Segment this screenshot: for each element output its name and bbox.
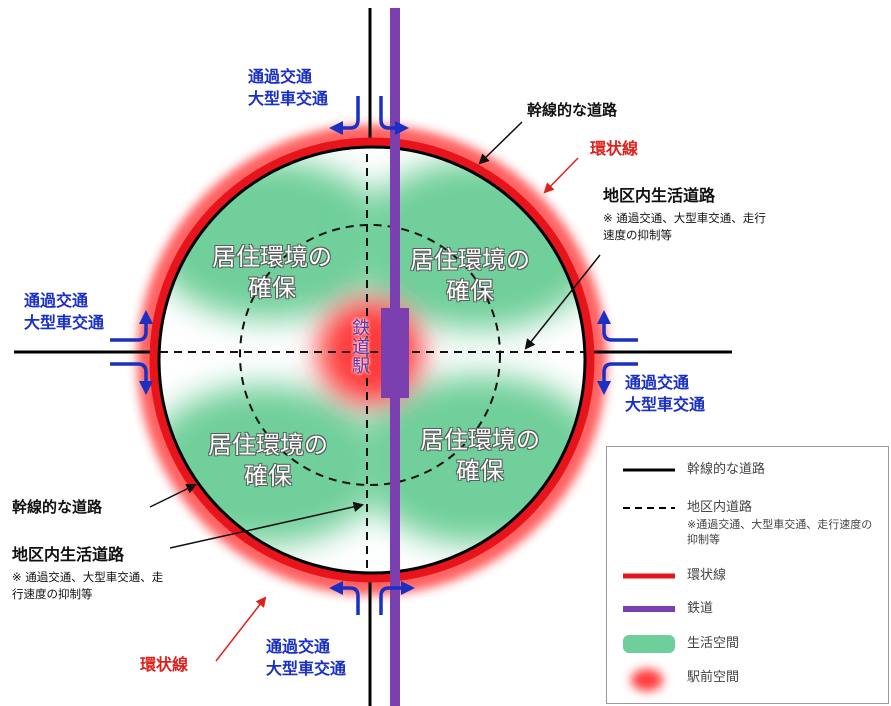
callout-arterial-left: 幹線的な道路: [12, 498, 103, 516]
traffic-label-line: 通過交通: [248, 67, 313, 86]
zone-label-line: 確保: [456, 457, 504, 485]
traffic-label-line: 大型車交通: [625, 395, 706, 414]
leader-ring-top: [543, 157, 579, 194]
legend-red-line-icon: [623, 573, 675, 579]
traffic-label-line: 大型車交通: [24, 313, 105, 332]
zone-label-top-left: 居住環境の 確保: [212, 242, 332, 304]
zone-label-line: 確保: [446, 277, 494, 305]
legend-label: 環状線: [687, 568, 727, 583]
traffic-arrows-left: [110, 310, 153, 395]
callout-local-road-left: 地区内生活道路: [12, 545, 125, 564]
traffic-arrows-right: [597, 310, 638, 395]
legend-solid-line-icon: [623, 468, 675, 472]
zone-label-bottom-left: 居住環境の 確保: [208, 430, 328, 492]
legend-green-blob-icon: [623, 635, 675, 653]
traffic-label-line: 大型車交通: [248, 89, 329, 108]
zone-label-line: 居住環境の: [212, 243, 332, 271]
traffic-label-line: 通過交通: [266, 637, 331, 656]
inner-local-road-circle: [239, 224, 501, 486]
railway-station: [381, 308, 409, 398]
legend-dashed-line-icon: [623, 507, 675, 509]
ring-arterial-road: [157, 145, 587, 575]
legend: 幹線的な道路 地区内道路 ※通過交通、大型車交通、走行速度の抑制等 環状線 鉄道…: [606, 446, 889, 704]
legend-label: 鉄道: [687, 601, 714, 616]
zone-label-line: 確保: [248, 274, 296, 302]
callout-local-road-top: 地区内生活道路: [603, 186, 716, 205]
traffic-label-line: 大型車交通: [266, 659, 347, 678]
zone-label-line: 居住環境の: [420, 426, 540, 454]
legend-purple-line-icon: [623, 606, 675, 612]
traffic-label-line: 通過交通: [24, 291, 89, 310]
legend-label: 地区内道路: [687, 500, 753, 515]
leader-local-road-left: [169, 501, 365, 549]
callout-ring-top: 環状線: [590, 139, 639, 158]
zone-label-line: 居住環境の: [410, 246, 530, 274]
traffic-arrows-top: [329, 96, 409, 135]
zone-label-line: 居住環境の: [208, 431, 328, 459]
leader-local-road-top: [524, 254, 601, 350]
leader-arterial-left: [149, 483, 197, 508]
zone-label-bottom-right: 居住環境の 確保: [420, 425, 540, 487]
zone-label-line: 確保: [244, 462, 292, 490]
callout-ring-bottom: 環状線: [140, 655, 189, 674]
callout-local-note-top: ※ 通過交通、大型車交通、走行速度の抑制等: [603, 211, 766, 242]
ring-glow: [137, 125, 607, 595]
traffic-arrows-bottom: [329, 581, 415, 615]
legend-label: 駅前空間: [687, 670, 740, 685]
traffic-label-right: 通過交通 大型車交通: [625, 372, 705, 416]
leader-ring-bottom: [215, 596, 267, 662]
traffic-label-line: 通過交通: [625, 373, 690, 392]
legend-label: 幹線的な道路: [687, 462, 766, 477]
legend-red-blob-icon: [631, 669, 663, 691]
callout-local-note-left: ※ 通過交通、大型車交通、走行速度の抑制等: [12, 570, 164, 601]
ring-road: [149, 137, 595, 583]
callout-arterial-top: 幹線的な道路: [527, 101, 618, 119]
legend-note: ※通過交通、大型車交通、走行速度の抑制等: [687, 518, 873, 546]
station-label: 鉄道駅: [349, 318, 370, 375]
traffic-label-bottom: 通過交通 大型車交通: [266, 636, 346, 680]
traffic-label-top: 通過交通 大型車交通: [248, 66, 328, 110]
zone-label-top-right: 居住環境の 確保: [410, 245, 530, 307]
leader-arterial-top: [478, 121, 523, 165]
traffic-label-left: 通過交通 大型車交通: [24, 290, 104, 334]
legend-label: 生活空間: [687, 636, 740, 651]
